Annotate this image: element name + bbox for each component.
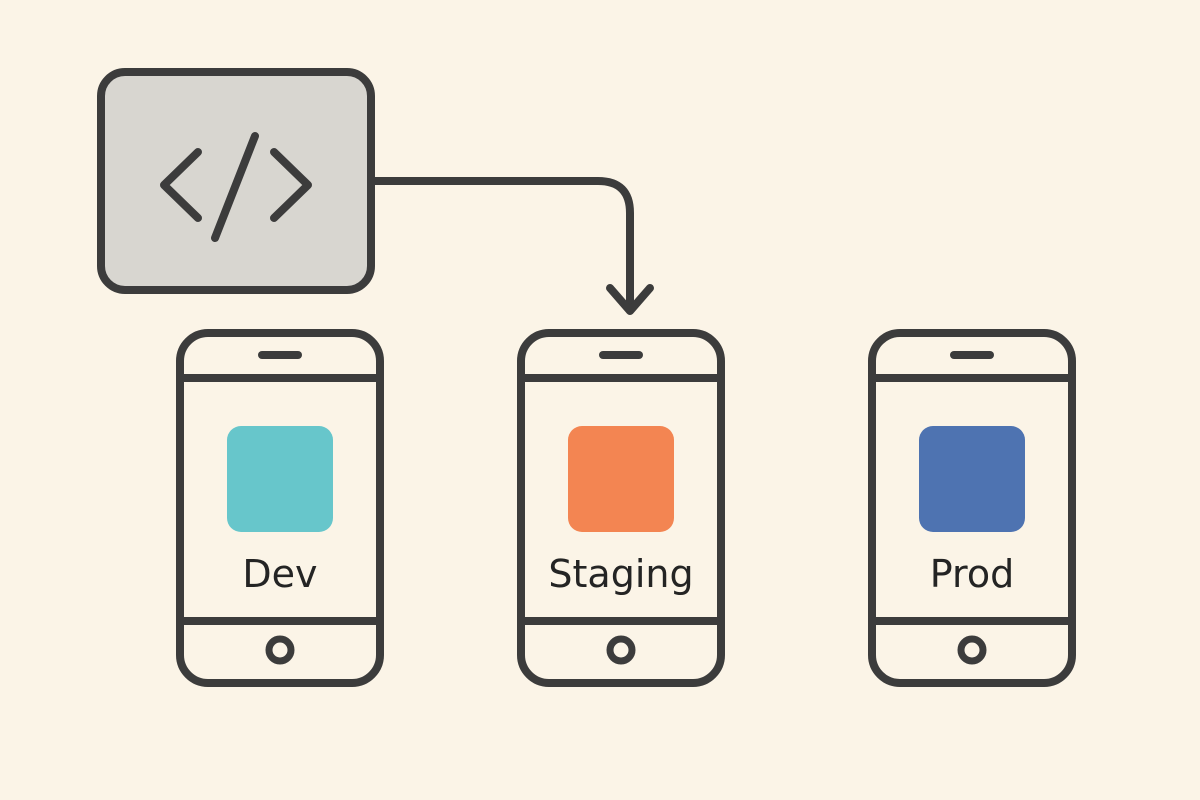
speaker-slot — [950, 351, 994, 359]
home-button — [265, 635, 295, 665]
environment-label-dev: Dev — [242, 552, 317, 596]
connector-line — [367, 177, 634, 308]
speaker-slot — [258, 351, 302, 359]
environment-color-staging — [568, 426, 674, 532]
home-button — [957, 635, 987, 665]
code-brackets-icon — [160, 132, 312, 242]
deployment-connector — [367, 177, 654, 315]
environment-color-dev — [227, 426, 333, 532]
phone-prod: Prod — [868, 329, 1076, 687]
code-block — [97, 68, 375, 294]
speaker-slot — [599, 351, 643, 359]
environment-label-staging: Staging — [548, 552, 693, 596]
phone-staging: Staging — [517, 329, 725, 687]
arrow-down-icon — [606, 284, 654, 315]
environment-color-prod — [919, 426, 1025, 532]
environment-label-prod: Prod — [930, 552, 1014, 596]
phone-dev: Dev — [176, 329, 384, 687]
home-button — [606, 635, 636, 665]
